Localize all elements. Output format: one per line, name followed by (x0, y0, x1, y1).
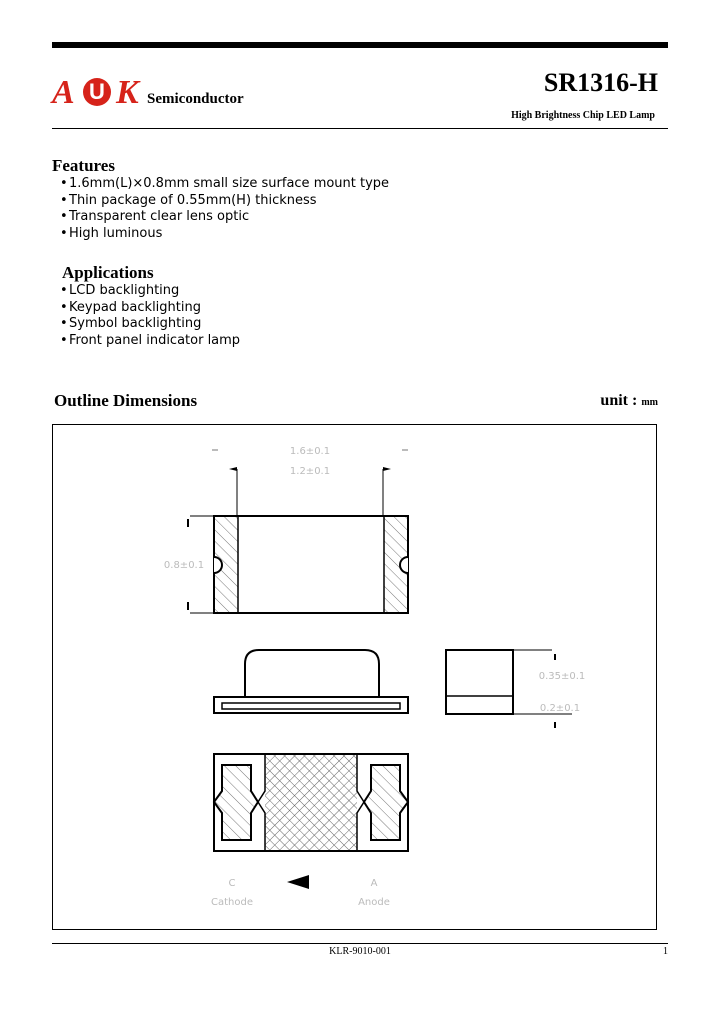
application-item: Keypad backlighting (60, 300, 240, 317)
logo-letter-k: K (116, 74, 139, 111)
logo-letter-a: A (52, 74, 75, 111)
document-code: KLR-9010-001 (329, 946, 391, 957)
product-subtitle: High Brightness Chip LED Lamp (511, 110, 655, 121)
top-rule (52, 42, 668, 48)
dim-body-length: 1.2±0.1 (290, 466, 330, 477)
led-top-view (213, 515, 409, 614)
dim-height-upper: 0.35±0.1 (539, 671, 586, 682)
logo-letter-u: U (83, 78, 111, 106)
cathode-mark: C (229, 878, 236, 889)
anode-label: Anode (358, 897, 390, 908)
led-end-view (445, 649, 572, 728)
feature-item: 1.6mm(L)×0.8mm small size surface mount … (60, 176, 389, 193)
part-number: SR1316-H (543, 68, 658, 97)
unit-value: mm (641, 397, 658, 408)
features-heading: Features (52, 156, 115, 175)
applications-heading: Applications (62, 263, 154, 282)
length-dimension (212, 449, 408, 516)
header-divider (52, 128, 668, 129)
footer-divider (52, 943, 668, 944)
dim-height-lower: 0.2±0.1 (540, 703, 580, 714)
applications-list: LCD backlighting Keypad backlighting Sym… (60, 283, 240, 349)
dim-width: 0.8±0.1 (164, 560, 204, 571)
application-item: LCD backlighting (60, 283, 240, 300)
feature-item: High luminous (60, 226, 389, 243)
unit-label: unit : mm (600, 392, 658, 410)
outline-drawing: 1.6±0.1 1.2±0.1 0.8±0.1 (164, 446, 586, 908)
cathode-label: Cathode (211, 897, 253, 908)
outline-drawing-frame: 1.6±0.1 1.2±0.1 0.8±0.1 (52, 424, 657, 930)
company-name: Semiconductor (147, 91, 244, 107)
page-number: 1 (663, 946, 668, 957)
led-bottom-view (212, 753, 410, 852)
feature-item: Thin package of 0.55mm(H) thickness (60, 193, 389, 210)
anode-mark: A (371, 878, 378, 889)
width-dimension (187, 515, 214, 614)
dim-total-length: 1.6±0.1 (290, 446, 330, 457)
led-side-view (213, 649, 409, 714)
polarity-arrow-icon (287, 875, 309, 889)
application-item: Symbol backlighting (60, 316, 240, 333)
auk-logo: A U K Semiconductor (52, 74, 262, 118)
application-item: Front panel indicator lamp (60, 333, 240, 350)
outline-heading: Outline Dimensions (54, 391, 198, 410)
feature-item: Transparent clear lens optic (60, 209, 389, 226)
features-list: 1.6mm(L)×0.8mm small size surface mount … (60, 176, 389, 242)
unit-text: unit : (600, 392, 638, 409)
